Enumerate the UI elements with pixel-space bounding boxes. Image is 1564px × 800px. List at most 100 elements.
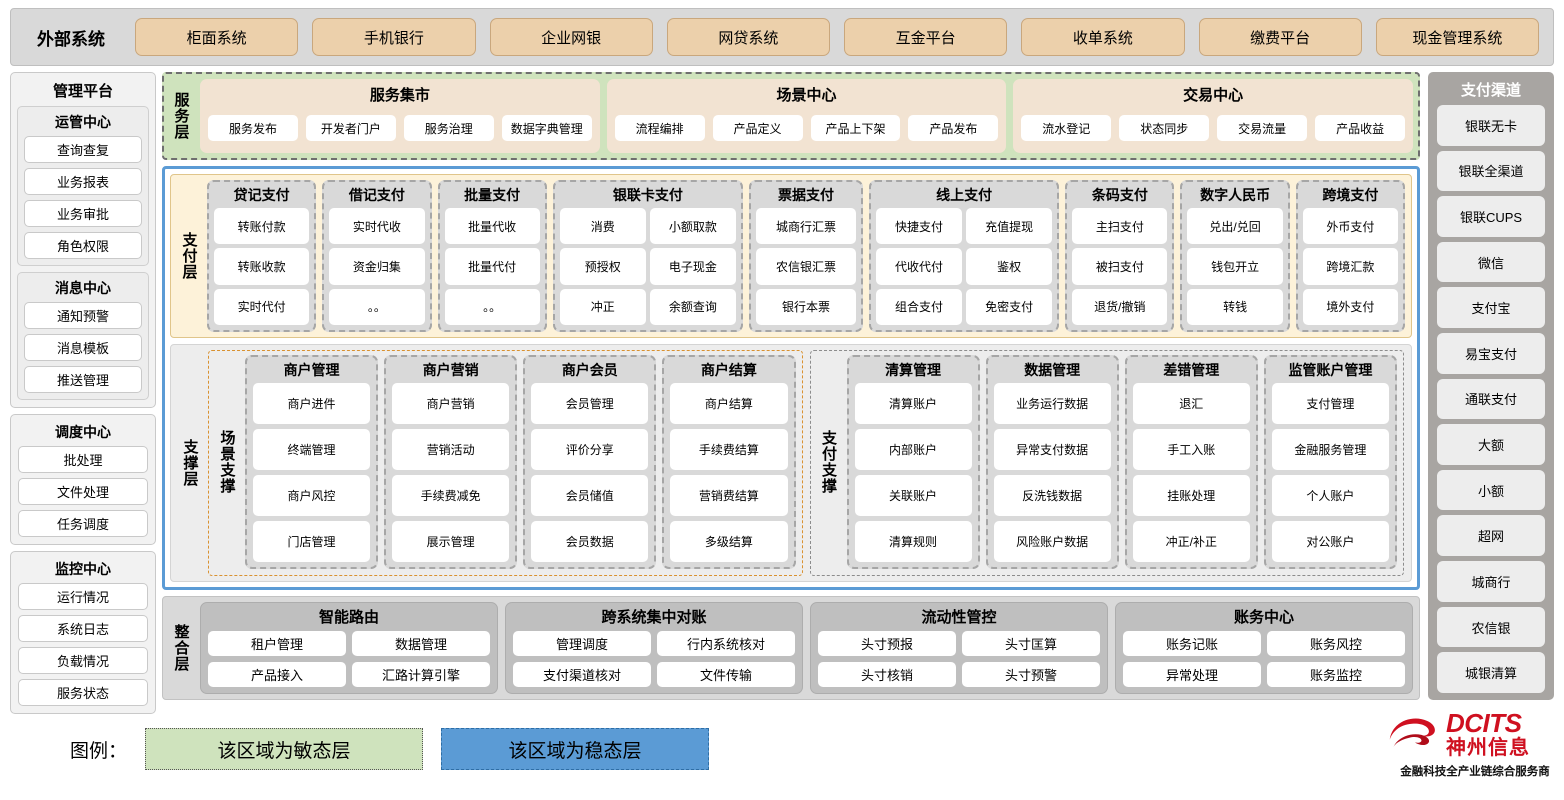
service-item[interactable]: 流水登记 bbox=[1021, 115, 1112, 141]
external-system-chip[interactable]: 现金管理系统 bbox=[1375, 18, 1539, 56]
payment-channel-item[interactable]: 农信银 bbox=[1437, 606, 1545, 648]
support-item[interactable]: 营销活动 bbox=[392, 429, 510, 470]
support-item[interactable]: 手续费结算 bbox=[670, 429, 788, 470]
support-item[interactable]: 商户进件 bbox=[253, 383, 371, 424]
support-item[interactable]: 商户结算 bbox=[670, 383, 788, 424]
payment-channel-item[interactable]: 城商行 bbox=[1437, 561, 1545, 602]
integration-item[interactable]: 数据管理 bbox=[352, 631, 490, 656]
payment-item[interactable]: 转账付款 bbox=[214, 208, 310, 245]
payment-channel-item[interactable]: 城银清算 bbox=[1437, 652, 1545, 693]
management-item[interactable]: 推送管理 bbox=[24, 366, 142, 393]
payment-item[interactable]: 小额取款 bbox=[649, 208, 736, 245]
external-system-chip[interactable]: 柜面系统 bbox=[135, 18, 299, 56]
support-item[interactable]: 展示管理 bbox=[392, 521, 510, 562]
management-item[interactable]: 系统日志 bbox=[18, 615, 148, 642]
service-item[interactable]: 交易流量 bbox=[1217, 115, 1308, 141]
payment-item[interactable]: 消费 bbox=[559, 208, 646, 245]
integration-item[interactable]: 行内系统核对 bbox=[657, 631, 795, 656]
payment-item[interactable]: 代收代付 bbox=[875, 248, 963, 285]
integration-item[interactable]: 账务记账 bbox=[1123, 631, 1261, 656]
support-item[interactable]: 商户风控 bbox=[253, 475, 371, 516]
support-item[interactable]: 会员数据 bbox=[531, 521, 649, 562]
external-system-chip[interactable]: 企业网银 bbox=[489, 18, 653, 56]
support-item[interactable]: 风险账户数据 bbox=[993, 521, 1111, 562]
management-item[interactable]: 任务调度 bbox=[18, 510, 148, 537]
external-system-chip[interactable]: 网贷系统 bbox=[666, 18, 830, 56]
integration-item[interactable]: 文件传输 bbox=[657, 662, 795, 687]
service-item[interactable]: 产品定义 bbox=[712, 115, 803, 141]
integration-item[interactable]: 头寸预警 bbox=[962, 662, 1100, 687]
payment-item[interactable]: 被扫支付 bbox=[1072, 248, 1168, 285]
management-item[interactable]: 业务审批 bbox=[24, 200, 142, 227]
support-item[interactable]: 评价分享 bbox=[531, 429, 649, 470]
external-system-chip[interactable]: 缴费平台 bbox=[1198, 18, 1362, 56]
support-item[interactable]: 业务运行数据 bbox=[993, 383, 1111, 424]
external-system-chip[interactable]: 收单系统 bbox=[1021, 18, 1185, 56]
support-item[interactable]: 异常支付数据 bbox=[993, 429, 1111, 470]
payment-item[interactable]: 免密支付 bbox=[966, 288, 1053, 325]
payment-item[interactable]: 银行本票 bbox=[755, 288, 856, 325]
payment-item[interactable]: 城商行汇票 bbox=[755, 208, 856, 245]
support-item[interactable]: 挂账处理 bbox=[1132, 475, 1250, 516]
payment-item[interactable]: 快捷支付 bbox=[875, 208, 963, 245]
integration-item[interactable]: 产品接入 bbox=[208, 662, 346, 687]
support-item[interactable]: 会员储值 bbox=[531, 475, 649, 516]
payment-item[interactable]: 。。 bbox=[329, 288, 425, 325]
payment-channel-item[interactable]: 小额 bbox=[1437, 469, 1545, 511]
integration-item[interactable]: 账务监控 bbox=[1267, 662, 1405, 687]
management-item[interactable]: 文件处理 bbox=[18, 478, 148, 505]
integration-item[interactable]: 异常处理 bbox=[1123, 662, 1261, 687]
support-item[interactable]: 清算规则 bbox=[854, 521, 972, 562]
integration-item[interactable]: 汇路计算引擎 bbox=[352, 662, 490, 687]
payment-item[interactable]: 跨境汇款 bbox=[1302, 248, 1398, 285]
management-item[interactable]: 通知预警 bbox=[24, 302, 142, 329]
payment-item[interactable]: 外币支付 bbox=[1302, 208, 1398, 245]
payment-channel-item[interactable]: 银联无卡 bbox=[1437, 105, 1545, 146]
support-item[interactable]: 内部账户 bbox=[854, 429, 972, 470]
payment-item[interactable]: 资金归集 bbox=[329, 248, 425, 285]
payment-item[interactable]: 。。 bbox=[444, 288, 540, 325]
integration-item[interactable]: 头寸预报 bbox=[818, 631, 956, 656]
support-item[interactable]: 清算账户 bbox=[854, 383, 972, 424]
external-system-chip[interactable]: 手机银行 bbox=[312, 18, 476, 56]
payment-channel-item[interactable]: 支付宝 bbox=[1437, 287, 1545, 329]
payment-item[interactable]: 批量代付 bbox=[444, 248, 540, 285]
support-item[interactable]: 手工入账 bbox=[1132, 429, 1250, 470]
support-item[interactable]: 对公账户 bbox=[1271, 521, 1389, 562]
support-item[interactable]: 会员管理 bbox=[531, 383, 649, 424]
payment-item[interactable]: 境外支付 bbox=[1302, 288, 1398, 325]
support-item[interactable]: 冲正/补正 bbox=[1132, 521, 1250, 562]
management-item[interactable]: 批处理 bbox=[18, 446, 148, 473]
support-item[interactable]: 关联账户 bbox=[854, 475, 972, 516]
management-item[interactable]: 业务报表 bbox=[24, 168, 142, 195]
service-item[interactable]: 流程编排 bbox=[614, 115, 705, 141]
payment-item[interactable]: 余额查询 bbox=[649, 288, 736, 325]
payment-item[interactable]: 电子现金 bbox=[649, 248, 736, 285]
support-item[interactable]: 反洗钱数据 bbox=[993, 475, 1111, 516]
support-item[interactable]: 商户营销 bbox=[392, 383, 510, 424]
management-item[interactable]: 查询查复 bbox=[24, 136, 142, 163]
service-item[interactable]: 服务发布 bbox=[208, 115, 298, 141]
integration-item[interactable]: 账务风控 bbox=[1267, 631, 1405, 656]
payment-item[interactable]: 组合支付 bbox=[875, 288, 963, 325]
integration-item[interactable]: 头寸核销 bbox=[818, 662, 956, 687]
support-item[interactable]: 支付管理 bbox=[1271, 383, 1389, 424]
payment-item[interactable]: 兑出/兑回 bbox=[1187, 208, 1283, 245]
support-item[interactable]: 门店管理 bbox=[253, 521, 371, 562]
service-item[interactable]: 数据字典管理 bbox=[501, 115, 592, 141]
service-item[interactable]: 产品上下架 bbox=[810, 115, 901, 141]
payment-channel-item[interactable]: 银联全渠道 bbox=[1437, 150, 1545, 192]
payment-channel-item[interactable]: 超网 bbox=[1437, 515, 1545, 557]
support-item[interactable]: 手续费减免 bbox=[392, 475, 510, 516]
payment-item[interactable]: 实时代收 bbox=[329, 208, 425, 245]
management-item[interactable]: 消息模板 bbox=[24, 334, 142, 361]
payment-channel-item[interactable]: 大额 bbox=[1437, 424, 1545, 465]
integration-item[interactable]: 头寸匡算 bbox=[962, 631, 1100, 656]
support-item[interactable]: 多级结算 bbox=[670, 521, 788, 562]
service-item[interactable]: 产品发布 bbox=[908, 115, 999, 141]
payment-item[interactable]: 转钱 bbox=[1187, 288, 1283, 325]
support-item[interactable]: 退汇 bbox=[1132, 383, 1250, 424]
payment-item[interactable]: 充值提现 bbox=[966, 208, 1053, 245]
management-item[interactable]: 负载情况 bbox=[18, 647, 148, 674]
payment-item[interactable]: 农信银汇票 bbox=[755, 248, 856, 285]
